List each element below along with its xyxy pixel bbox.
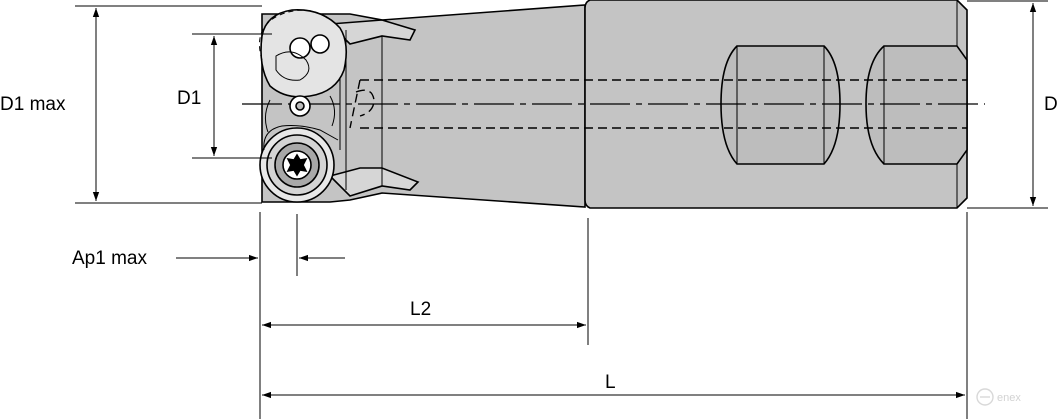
dimension-ap1-max: Ap1 max	[72, 212, 345, 419]
l-label: L	[605, 372, 616, 393]
dimension-l2: L2	[262, 218, 589, 345]
ap1-max-label: Ap1 max	[72, 248, 147, 269]
watermark-logo: enex	[976, 388, 1021, 406]
dimension-d1-max: D1 max	[0, 5, 262, 204]
upper-insert	[259, 9, 348, 133]
shank-flat-1	[720, 45, 841, 165]
d-label: D	[1044, 94, 1058, 115]
dimension-d: D	[967, 0, 1058, 209]
svg-text:enex: enex	[997, 392, 1021, 404]
dimension-l: L	[262, 212, 968, 419]
shank-flat-2	[865, 45, 968, 165]
d1-label: D1	[177, 88, 201, 109]
dimension-d1: D1	[177, 33, 272, 159]
tool-body	[242, 0, 985, 209]
lower-insert	[259, 125, 339, 203]
l2-label: L2	[410, 299, 431, 320]
d1-max-label: D1 max	[0, 94, 66, 115]
